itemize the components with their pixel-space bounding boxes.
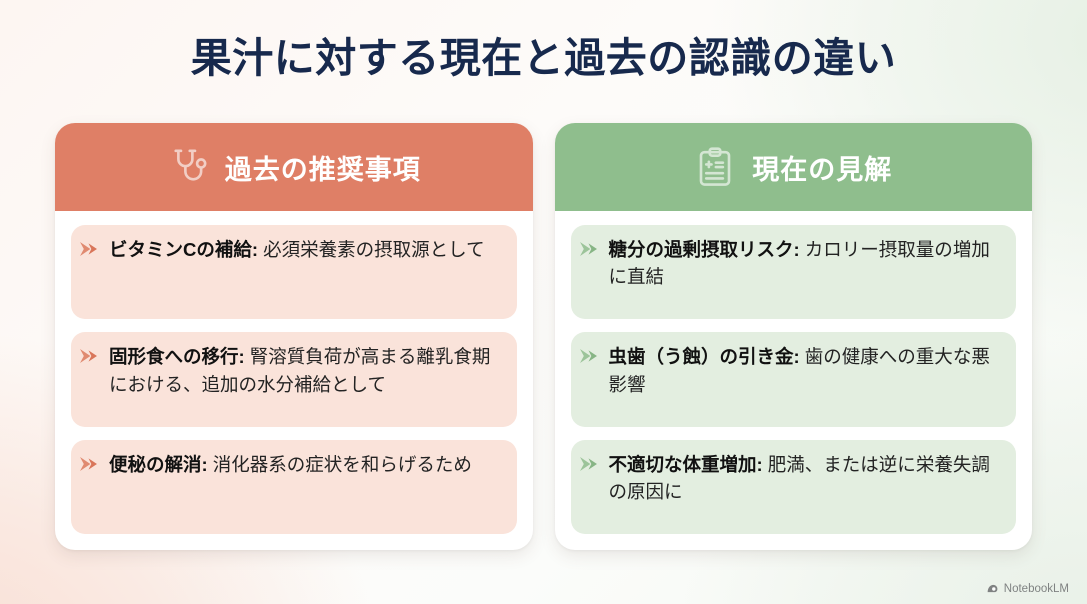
arrow-bullet-icon [80, 349, 97, 364]
list-item-lead: 糖分の過剰摂取リスク: [608, 239, 800, 260]
card-current-title: 現在の見解 [752, 154, 893, 185]
list-item-lead: ビタミンCの補給: [109, 239, 259, 260]
list-item-rest: 腎溶質負荷が高まる離乳食期における、追加の水分補給として [109, 346, 491, 395]
notebooklm-watermark: NotebookLM [986, 582, 1069, 595]
list-item[interactable]: 虫歯（う蝕）の引き金: 歯の健康への重大な悪影響 [570, 332, 1016, 427]
list-item-text: 糖分の過剰摂取リスク: カロリー摂取量の増加に直結 [609, 236, 1003, 291]
page-title: 果汁に対する現在と過去の認識の違い [190, 35, 897, 81]
card-past-title: 過去の推奨事項 [224, 154, 421, 185]
comparison-columns: 過去の推奨事項 ビタミンCの補給: 必須栄養素の摂取源として 固形食への移行: … [55, 123, 1032, 550]
card-past-body: ビタミンCの補給: 必須栄養素の摂取源として 固形食への移行: 腎溶質負荷が高ま… [55, 211, 533, 550]
watermark-label: NotebookLM [1003, 582, 1069, 595]
arrow-bullet-icon [579, 349, 597, 364]
list-item-lead: 固形食への移行: [109, 346, 245, 368]
card-current-views: 現在の見解 糖分の過剰摂取リスク: カロリー摂取量の増加に直結 虫歯（う蝕）の引… [554, 123, 1033, 550]
card-past-recommendations: 過去の推奨事項 ビタミンCの補給: 必須栄養素の摂取源として 固形食への移行: … [55, 123, 533, 550]
list-item-text: 虫歯（う蝕）の引き金: 歯の健康への重大な悪影響 [609, 343, 1003, 398]
list-item-lead: 虫歯（う蝕）の引き金: [608, 346, 800, 368]
card-current-body: 糖分の過剰摂取リスク: カロリー摂取量の増加に直結 虫歯（う蝕）の引き金: 歯の… [555, 211, 1033, 550]
list-item[interactable]: ビタミンCの補給: 必須栄養素の摂取源として [71, 225, 517, 320]
arrow-bullet-icon [579, 241, 597, 257]
list-item-lead: 便秘の解消: [109, 453, 208, 475]
list-item[interactable]: 固形食への移行: 腎溶質負荷が高まる離乳食期における、追加の水分補給として [71, 332, 517, 427]
list-item-text: 便秘の解消: 消化器系の症状を和らげるため [109, 451, 472, 478]
stethoscope-icon [174, 149, 207, 181]
clipboard-medical-icon [699, 147, 731, 186]
list-item-rest: 肥満、または逆に栄養失調の原因に [608, 453, 990, 503]
notebooklm-logo-icon [987, 584, 998, 593]
list-item-rest: 消化器系の症状を和らげるため [207, 453, 472, 475]
card-current-header: 現在の見解 [554, 123, 1032, 211]
card-past-header: 過去の推奨事項 [55, 123, 533, 211]
arrow-bullet-icon [80, 456, 97, 471]
list-item-lead: 不適切な体重増加: [608, 453, 763, 475]
list-item-text: 不適切な体重増加: 肥満、または逆に栄養失調の原因に [609, 451, 1003, 506]
list-item[interactable]: 糖分の過剰摂取リスク: カロリー摂取量の増加に直結 [570, 225, 1016, 320]
arrow-bullet-icon [80, 241, 97, 257]
list-item-rest: カロリー摂取量の増加に直結 [608, 239, 990, 288]
arrow-bullet-icon [579, 456, 597, 471]
list-item-rest: 必須栄養素の摂取源として [258, 239, 485, 260]
list-item-rest: 歯の健康への重大な悪影響 [608, 346, 990, 395]
list-item[interactable]: 便秘の解消: 消化器系の症状を和らげるため [71, 439, 517, 534]
list-item-text: 固形食への移行: 腎溶質負荷が高まる離乳食期における、追加の水分補給として [109, 343, 503, 398]
list-item-text: ビタミンCの補給: 必須栄養素の摂取源として [109, 236, 485, 263]
list-item[interactable]: 不適切な体重増加: 肥満、または逆に栄養失調の原因に [570, 439, 1016, 534]
